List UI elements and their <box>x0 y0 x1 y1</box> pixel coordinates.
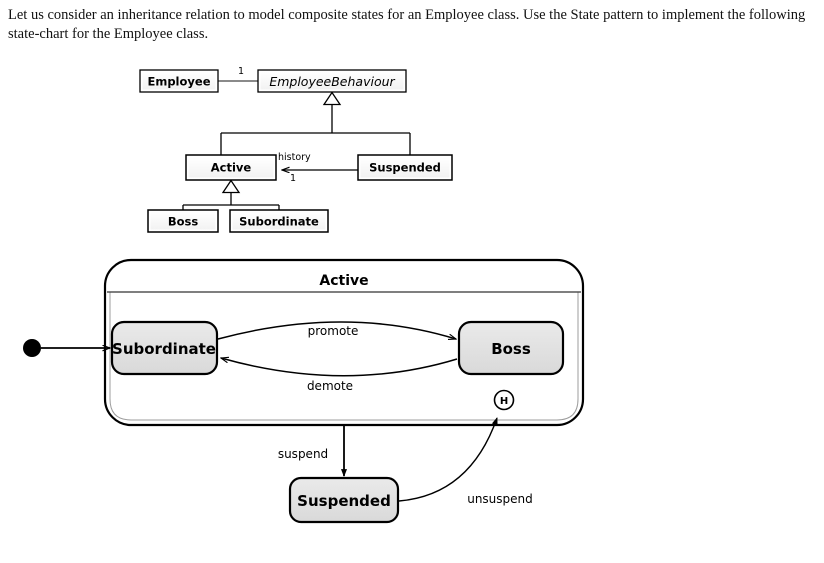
transition-promote[interactable]: promote <box>217 321 456 339</box>
class-box-boss[interactable]: Boss <box>147 209 219 233</box>
prompt-paragraph: Let us consider an inheritance relation … <box>8 7 809 42</box>
multiplicity-top: 1 <box>238 66 244 77</box>
transition-label-demote: demote <box>307 379 353 393</box>
class-box-active[interactable]: Active <box>185 154 277 181</box>
transition-suspend[interactable]: suspend <box>278 425 344 476</box>
history-pseudostate-label: H <box>500 396 508 407</box>
class-label-boss: Boss <box>168 215 199 229</box>
class-label-suspended: Suspended <box>369 161 441 175</box>
state-chart: Active Subordinate Boss pro <box>23 258 585 524</box>
association-label-history: history <box>278 152 311 163</box>
history-pseudostate[interactable]: H <box>493 389 515 411</box>
composite-state-region <box>109 292 579 421</box>
transition-unsuspend[interactable]: unsuspend <box>398 418 533 506</box>
class-box-employee-behaviour[interactable]: EmployeeBehaviour <box>257 69 407 93</box>
class-diagram: 1 Employee EmployeeBehaviour <box>139 66 453 233</box>
generalization-behaviour <box>220 91 411 155</box>
class-label-subordinate: Subordinate <box>239 215 319 229</box>
state-subordinate[interactable]: Subordinate <box>110 320 219 376</box>
transition-label-promote: promote <box>308 324 359 338</box>
association-history: history 1 <box>278 152 358 184</box>
state-suspended[interactable]: Suspended <box>288 476 400 524</box>
state-label-subordinate: Subordinate <box>112 340 216 358</box>
generalization-triangle-behaviour <box>322 91 342 106</box>
transition-demote[interactable]: demote <box>221 358 458 393</box>
class-box-subordinate[interactable]: Subordinate <box>229 209 329 233</box>
class-label-employee-behaviour: EmployeeBehaviour <box>269 74 395 89</box>
multiplicity-history: 1 <box>290 173 296 184</box>
state-boss[interactable]: Boss <box>457 320 565 376</box>
generalization-active <box>182 179 280 210</box>
transition-label-unsuspend: unsuspend <box>467 492 533 506</box>
transition-label-suspend: suspend <box>278 447 328 461</box>
state-label-suspended: Suspended <box>297 492 391 510</box>
class-label-employee: Employee <box>147 75 210 89</box>
state-label-boss: Boss <box>491 340 531 358</box>
composite-state-title: Active <box>319 273 368 289</box>
initial-pseudostate[interactable] <box>23 339 41 357</box>
generalization-triangle-active <box>221 179 241 194</box>
class-box-employee[interactable]: Employee <box>139 69 219 93</box>
class-box-suspended[interactable]: Suspended <box>357 154 453 181</box>
class-label-active: Active <box>211 161 252 175</box>
